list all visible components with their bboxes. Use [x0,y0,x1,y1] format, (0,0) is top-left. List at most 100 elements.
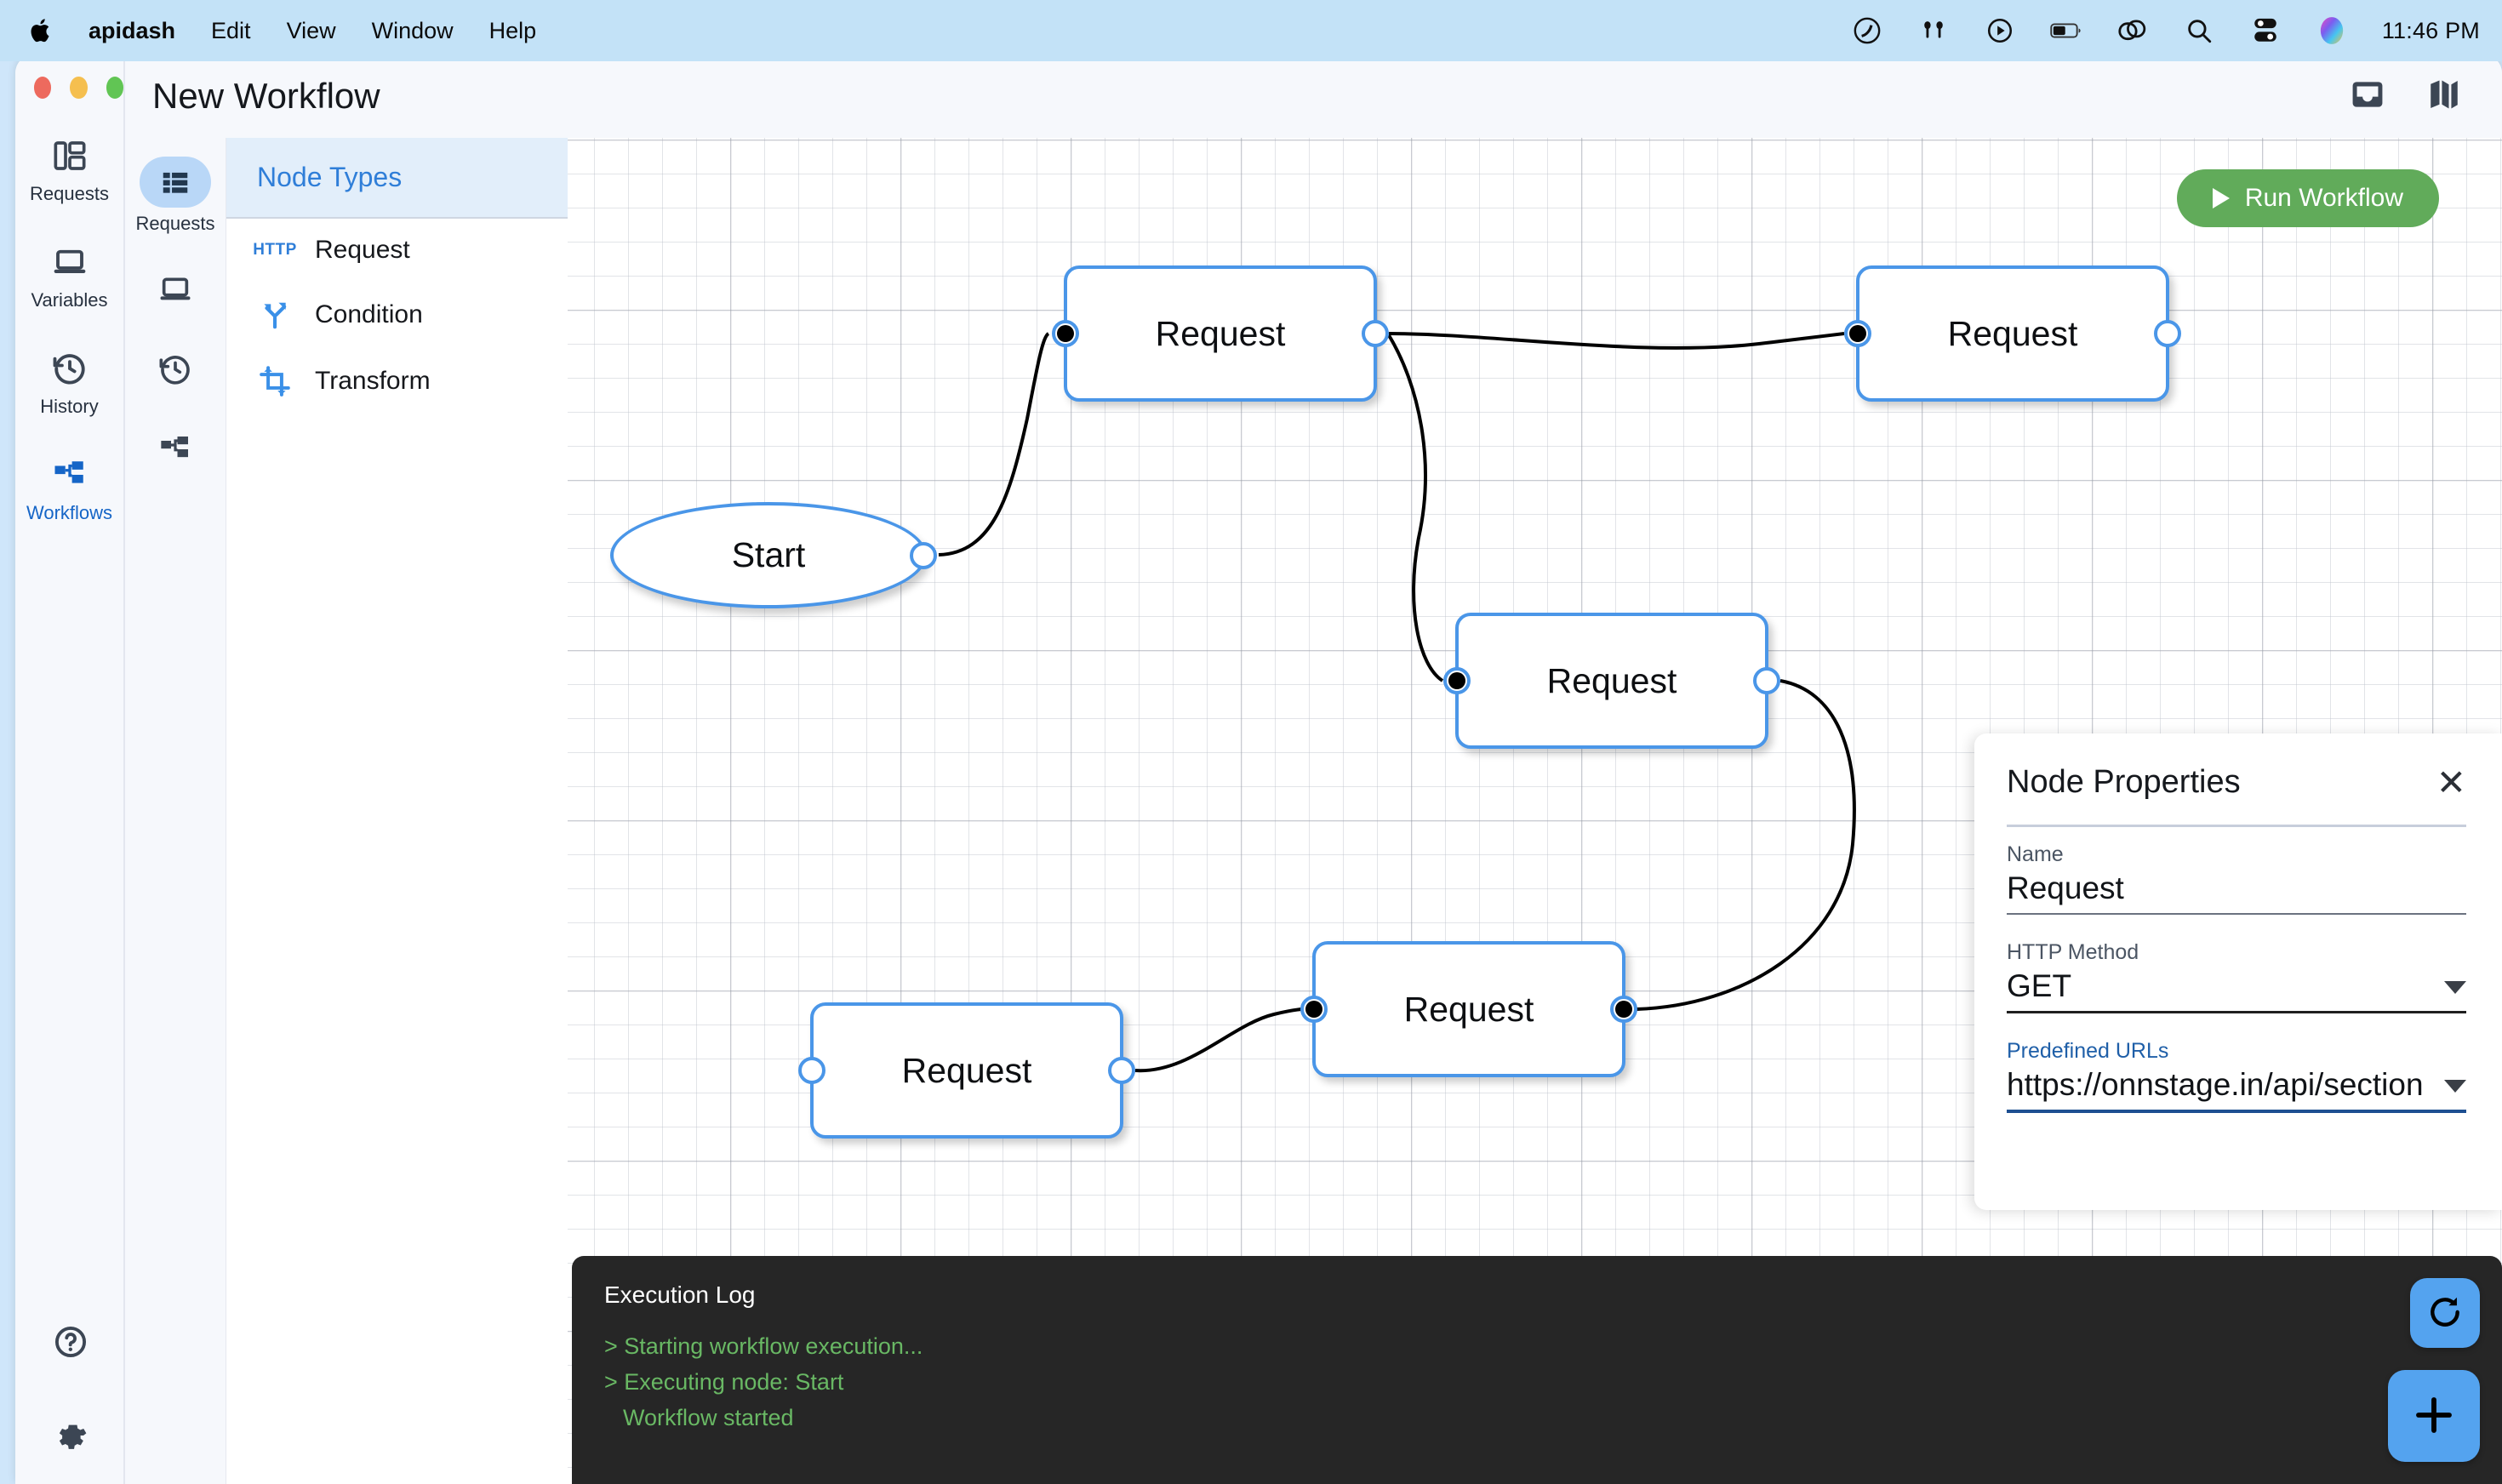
close-icon[interactable]: ✕ [2436,762,2466,802]
sidebar-item-variables[interactable]: Variables [15,243,123,311]
node-label-request: Request [1155,313,1286,353]
execution-log-panel: Execution Log > Starting workflow execut… [572,1256,2502,1484]
requests-list-icon [140,157,211,208]
node-label-start: Start [731,535,806,574]
requests-grid-icon [50,136,89,175]
chevron-down-icon[interactable] [2444,981,2466,994]
node-port-out[interactable] [1610,996,1637,1023]
refresh-icon [2426,1293,2464,1333]
zoom-window-button[interactable] [106,77,123,99]
sidebar-label-workflows: Workflows [26,502,113,523]
run-workflow-label: Run Workflow [2244,184,2403,212]
node-types-header: Node Types [226,138,568,219]
name-input[interactable]: Request [2007,870,2124,905]
workflow-node-request-2[interactable]: Request [1844,265,2181,402]
menu-item-window[interactable]: Window [371,17,454,43]
window-traffic-lights [15,54,123,99]
sidebar-item-history[interactable]: History [15,349,123,418]
menu-item-help[interactable]: Help [488,17,537,43]
handoff-link-icon[interactable] [2116,14,2149,47]
battery-icon[interactable] [2050,14,2082,47]
menubar-clock[interactable]: 11:46 PM [2381,17,2480,43]
node-port-in[interactable] [1300,996,1328,1023]
http-badge: HTTP [253,241,297,259]
http-method-select-value[interactable]: GET [2007,968,2072,1003]
workflow-canvas[interactable]: Start Request Request Request Request Re… [568,138,2502,1484]
close-window-button[interactable] [34,77,52,99]
node-types-panel: Node Types HTTP Request Condition Transf… [226,138,568,1484]
secondary-rail: Requests [125,138,226,1484]
workflow-node-request-4[interactable]: Request [1300,941,1637,1077]
workflow-header: New Workflow [125,54,2502,138]
airpods-icon[interactable] [1917,14,1950,47]
node-port-in[interactable] [1052,320,1079,347]
node-label-request: Request [901,1050,1032,1090]
creative-cloud-icon[interactable] [1851,14,1883,47]
sidebar-item-requests[interactable]: Requests [15,136,123,205]
node-port-out[interactable] [2154,320,2181,347]
secondary-rail-item-history[interactable] [125,344,226,395]
sidebar-label-requests: Requests [30,183,109,204]
node-label-request: Request [1947,313,2078,353]
node-port-in[interactable] [1443,667,1471,694]
laptop-icon [140,264,211,315]
search-icon[interactable] [2183,14,2215,47]
node-port-out[interactable] [1753,667,1780,694]
play-circle-icon[interactable] [1984,14,2016,47]
menu-item-edit[interactable]: Edit [211,17,251,43]
node-port-out[interactable] [910,541,937,569]
add-fab[interactable] [2388,1370,2480,1462]
field-http-method: HTTP Method GET [2007,940,2466,1013]
log-line: > Executing node: Start [604,1368,844,1395]
log-line: > Starting workflow execution... [604,1333,923,1359]
workflow-node-request-3[interactable]: Request [1443,613,1780,749]
menu-item-view[interactable]: View [286,17,336,43]
node-type-condition[interactable]: Condition [226,282,568,348]
crop-transform-icon [257,365,293,397]
plus-icon [2411,1392,2457,1441]
minimize-window-button[interactable] [70,77,88,99]
node-port-in[interactable] [1844,320,1871,347]
node-type-request[interactable]: HTTP Request [226,219,568,282]
map-icon[interactable] [2425,76,2463,117]
macos-menu-bar: apidash Edit View Window Help 11:46 PM [0,0,2502,61]
workflow-tree-icon [140,424,211,475]
sidebar-bottom-actions [15,1324,125,1453]
help-circle-icon[interactable] [15,1324,125,1360]
run-workflow-button[interactable]: Run Workflow [2176,169,2439,227]
secondary-rail-item-requests[interactable]: Requests [125,157,226,235]
chevron-down-icon[interactable] [2444,1080,2466,1093]
settings-gear-icon[interactable] [15,1418,125,1453]
app-sidebar-rail: Requests Variables History Workflows [15,54,125,1484]
menu-item-apidash[interactable]: apidash [89,17,176,43]
history-clock-icon [50,349,89,388]
control-center-icon[interactable] [2249,14,2282,47]
field-label-predefined-urls: Predefined URLs [2007,1039,2169,1063]
inbox-panel-icon[interactable] [2349,76,2386,117]
refresh-fab[interactable] [2410,1278,2480,1348]
secondary-rail-label-requests: Requests [135,213,215,234]
secondary-rail-item-workflows[interactable] [125,424,226,475]
node-types-title: Node Types [257,162,403,192]
apple-logo-icon[interactable] [29,17,53,44]
app-window: Requests Variables History Workflows [15,54,2502,1484]
laptop-icon [50,243,89,282]
node-port-out[interactable] [1108,1057,1135,1084]
history-clock-icon [140,344,211,395]
sidebar-item-workflows[interactable]: Workflows [15,455,123,524]
divider [2007,825,2466,827]
node-port-in[interactable] [798,1057,825,1084]
http-label-icon: HTTP [253,241,296,260]
field-label-name: Name [2007,842,2064,866]
workflow-node-start[interactable]: Start [610,502,937,608]
workflow-tree-icon [50,455,89,494]
secondary-rail-item-variables[interactable] [125,264,226,315]
workflow-node-request-5[interactable]: Request [798,1002,1135,1139]
predefined-url-select-value[interactable]: https://onnstage.in/api/section [2007,1067,2424,1102]
node-type-transform[interactable]: Transform [226,348,568,414]
node-type-label-transform: Transform [315,367,431,395]
node-port-out[interactable] [1362,320,1389,347]
field-label-http-method: HTTP Method [2007,940,2139,964]
siri-icon[interactable] [2316,14,2348,47]
workflow-node-request-1[interactable]: Request [1052,265,1389,402]
